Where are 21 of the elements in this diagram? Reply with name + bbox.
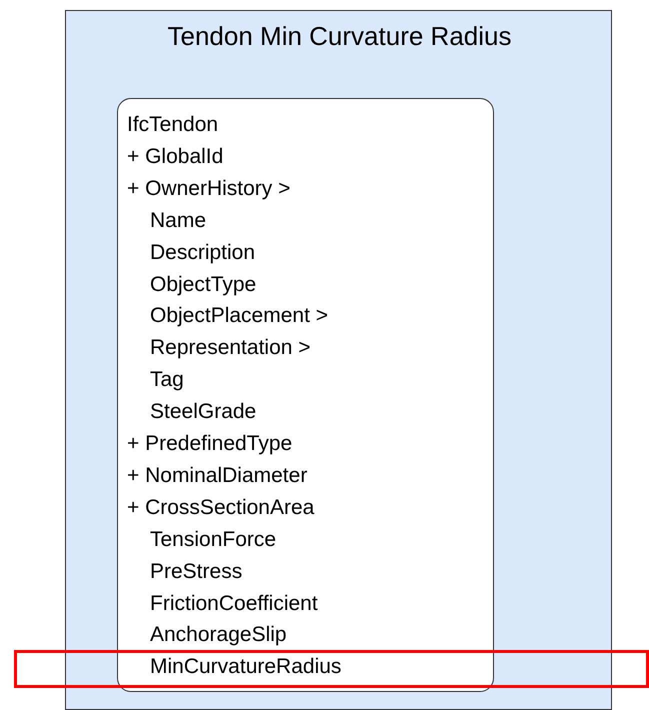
attribute-text: PreStress bbox=[150, 558, 242, 585]
attribute-text: TensionForce bbox=[150, 526, 276, 553]
attribute-text: Description bbox=[150, 240, 256, 266]
class-box bbox=[117, 98, 494, 692]
attribute-text: Representation > bbox=[150, 335, 311, 362]
attribute-text: + CrossSectionArea bbox=[127, 494, 314, 521]
attribute-text: + GlobalId bbox=[127, 144, 224, 170]
attribute-text: FrictionCoefficient bbox=[150, 590, 318, 616]
group-title: Tendon Min Curvature Radius bbox=[166, 20, 512, 53]
attribute-text: AnchorageSlip bbox=[150, 622, 287, 648]
attribute-text: MinCurvatureRadius bbox=[150, 654, 342, 680]
attribute-text: SteelGrade bbox=[150, 399, 256, 426]
group-box bbox=[65, 10, 612, 710]
attribute-text: + OwnerHistory > bbox=[127, 176, 290, 202]
attribute-text: ObjectType bbox=[150, 272, 256, 298]
class-name: IfcTendon bbox=[127, 112, 218, 138]
attribute-text: Tag bbox=[150, 367, 184, 394]
attribute-text: Name bbox=[150, 208, 206, 234]
attribute-text: ObjectPlacement > bbox=[150, 303, 328, 330]
attribute-text: + PredefinedType bbox=[127, 431, 292, 457]
attribute-text: + NominalDiameter bbox=[127, 462, 308, 489]
